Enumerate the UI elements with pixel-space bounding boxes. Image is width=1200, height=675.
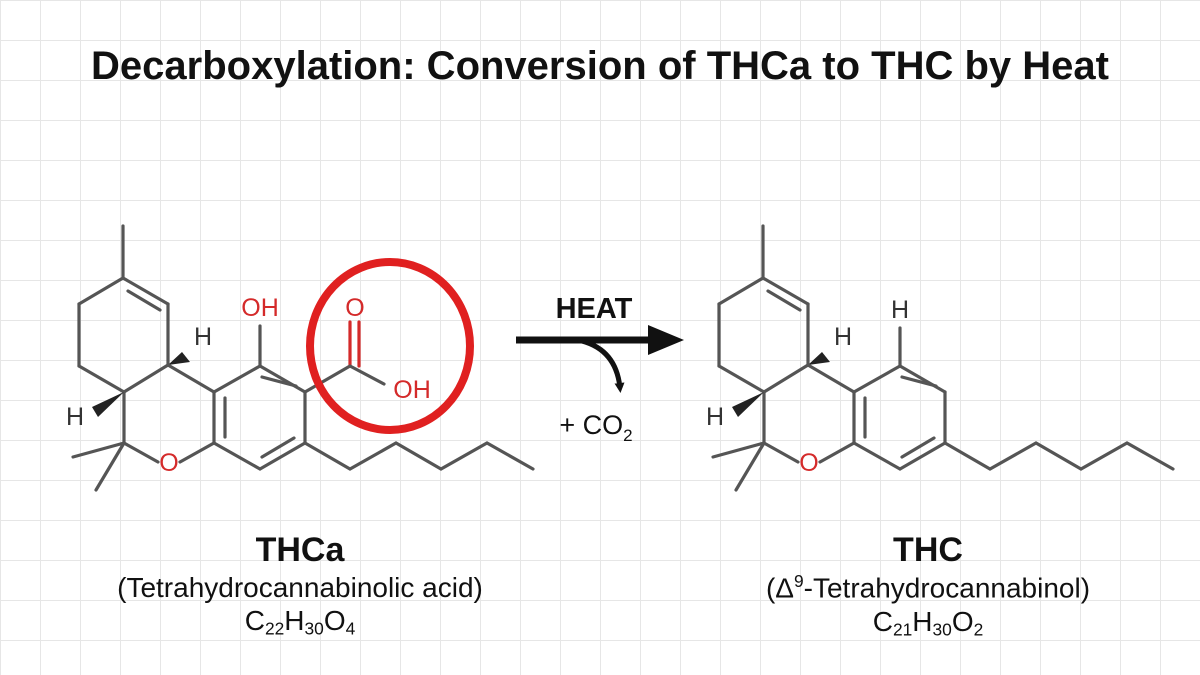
thca-ring-oxygen-label: O [159,449,178,477]
thc-ring-oxygen-label: O [799,449,818,477]
reaction-arrow: HEAT + CO2 [516,293,684,445]
thc-full-name: (Δ9-Tetrahydrocannabinol) [765,570,1091,604]
co2-byproduct-label: + CO2 [559,410,632,445]
thca-name: THCa [255,531,345,569]
thc-caption: THC (Δ9-Tetrahydrocannabinol) C21H30O2 [668,530,1188,640]
thca-structure: O OH O OH H H [66,224,535,492]
thc-aromatic-hydrogen-label: H [891,296,909,324]
thca-hydrogen-label: H [194,323,212,351]
carboxyl-highlight-circle [306,258,474,434]
thc-structure: O H H H [706,224,1175,492]
thca-caption: THCa (Tetrahydrocannabinolic acid) C22H3… [40,530,560,640]
thc-formula: C21H30O2 [872,605,984,640]
thc-name: THC [893,531,963,569]
thc-hydrogen-label: H [834,323,852,351]
heat-label: HEAT [556,293,633,325]
page-title: Decarboxylation: Conversion of THCa to T… [91,44,1109,88]
thc-hydrogen-label: H [706,403,724,431]
thca-carbonyl-oxygen-label: O [345,294,364,322]
thca-formula: C22H30O4 [244,605,356,639]
thca-hydroxyl-label: OH [241,294,279,322]
thca-acid-hydroxyl-label: OH [393,376,431,404]
thca-hydrogen-label: H [66,403,84,431]
thca-full-name: (Tetrahydrocannabinolic acid) [117,571,483,603]
